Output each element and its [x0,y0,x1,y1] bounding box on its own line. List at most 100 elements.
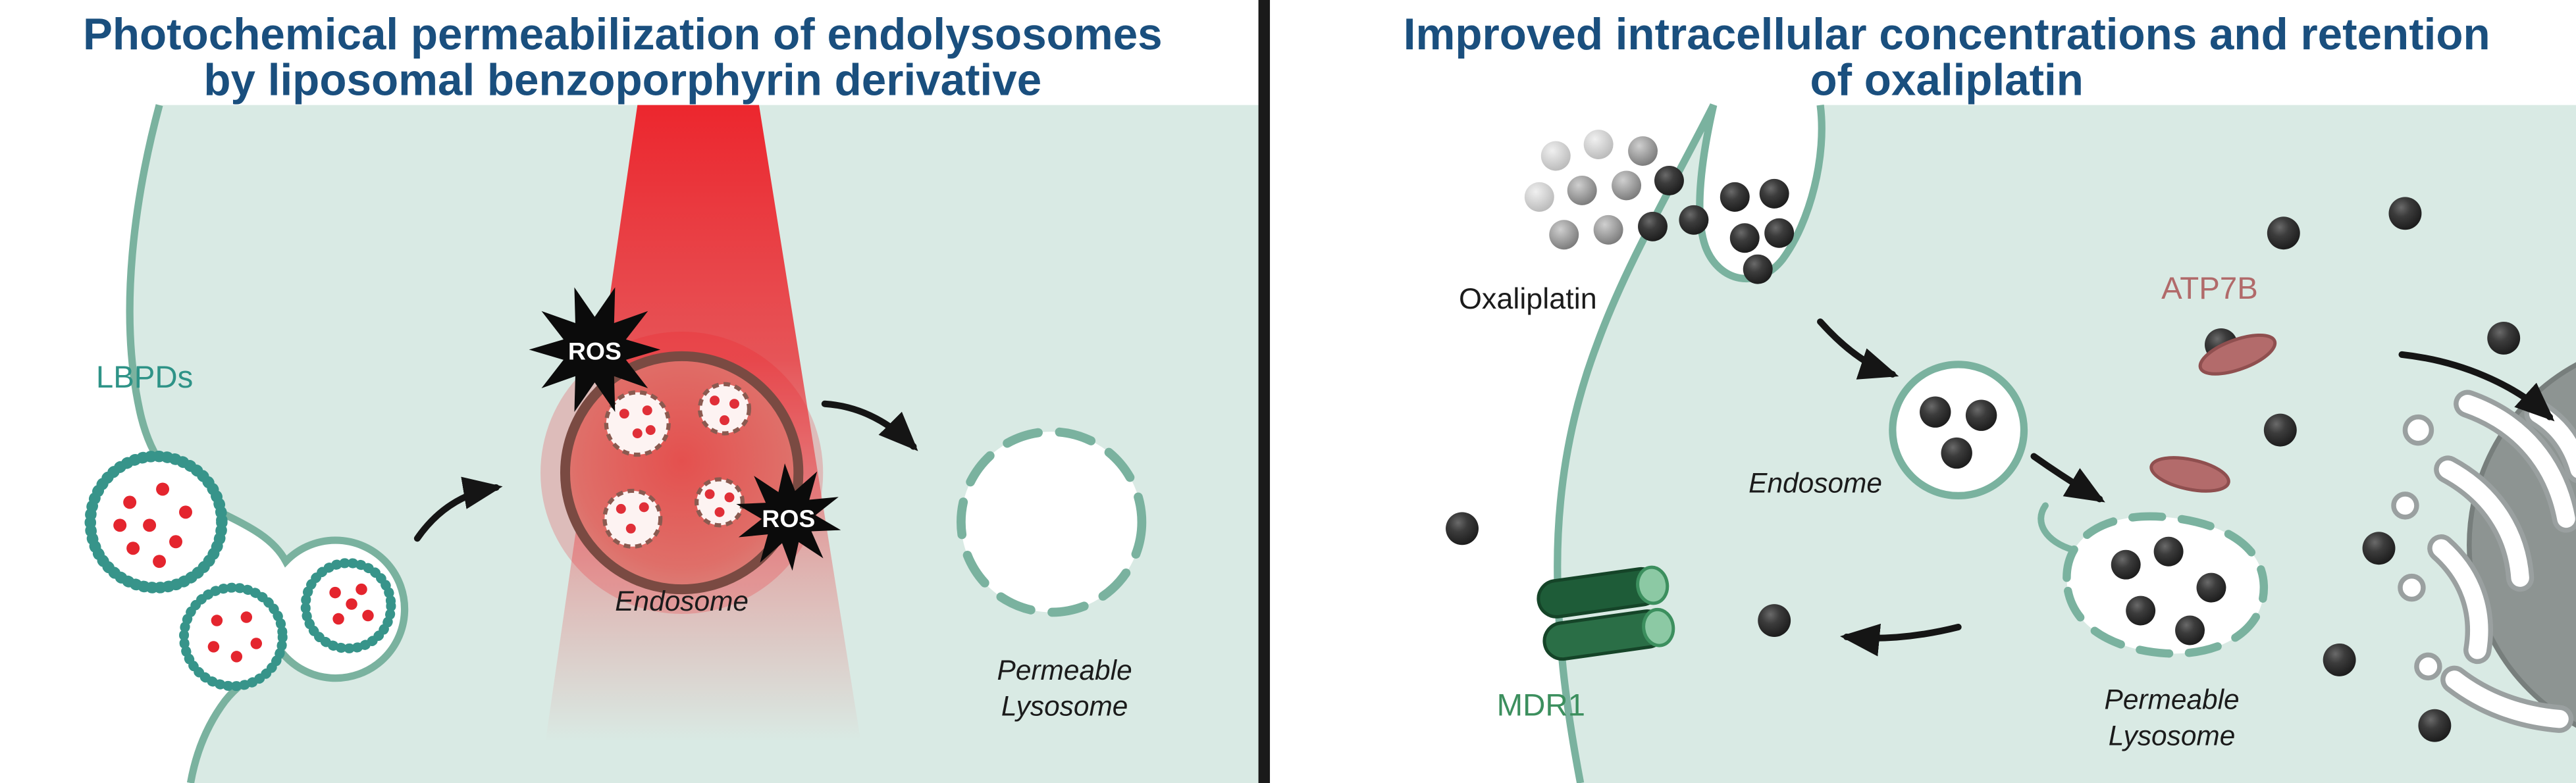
oxaliplatin-sphere [2175,615,2205,645]
red-dot [362,609,374,622]
arrow-maturation [2030,453,2105,503]
endosome-mini-liposome [694,477,745,528]
red-dot [207,641,220,653]
oxaliplatin-sphere [1941,437,1972,469]
arrow-endocytosis [1817,318,1899,380]
permeable-lysosome-right [2037,502,2269,658]
permeable-lysosome-label-left-1: Permeable [997,655,1132,686]
lysosome-membrane [2063,512,2269,658]
red-dot [639,502,649,513]
oxaliplatin-sphere [1638,211,1668,241]
right-cell-body [1557,105,2576,783]
oxaliplatin-sphere [2362,532,2396,565]
red-dot [724,492,735,503]
lbpd-liposome-in-pocket [300,558,396,653]
atp7b-disc [2149,456,2230,493]
oxaliplatin-sphere [1764,218,1795,248]
red-dot [169,535,183,549]
panel-divider [1258,0,1271,783]
oxaliplatin-sphere [1759,178,1789,209]
oxaliplatin-sphere [1628,136,1658,166]
red-dot [329,586,341,599]
mdr1-transporter [1537,565,1675,661]
permeable-lysosome-label-left-2: Lysosome [1001,691,1128,722]
red-dot [729,399,739,409]
red-dot [704,489,715,499]
oxaliplatin-sphere [1743,254,1773,284]
panel-left: ROS ROS LBPDs Endosome Permeable Lysosom… [83,10,1259,783]
mdr1-label: MDR1 [1497,688,1585,723]
left-title-line2: by liposomal benzoporphyrin derivative [203,56,1041,105]
endosome-body [1889,361,2028,500]
oxaliplatin-sphere-effluxed [1446,512,1479,545]
oxaliplatin-sphere [1965,399,1997,431]
red-dot [616,503,626,514]
right-title-line2: of oxaliplatin [1810,56,2083,105]
arrow-to-nucleus [2398,351,2555,422]
lysosome-neck [2037,502,2077,553]
red-dot [123,495,137,509]
right-title-line1: Improved intracellular concentrations an… [1404,10,2490,59]
mini-liposome-ring [604,390,671,457]
liposome-ring [84,450,228,594]
permeable-lysosome-left [957,427,1147,617]
red-dot [143,518,157,532]
oxaliplatin-sphere [1720,182,1750,212]
red-dot [346,598,357,610]
oxaliplatin-sphere [1758,604,1791,637]
endosome-mini-liposome [697,382,752,436]
red-dot [714,507,725,517]
endosome-mini-liposome [604,390,671,457]
red-dot [250,638,263,649]
left-title-line1: Photochemical permeabilization of endoly… [83,10,1163,59]
red-dot [156,482,170,496]
red-dot [355,583,367,595]
oxaliplatin-sphere [1549,220,1579,250]
oxaliplatin-sphere [1540,141,1571,171]
red-dot [179,505,192,519]
oxaliplatin-sphere [1612,170,1642,201]
golgi-ribbon [2438,460,2529,587]
permeable-lysosome-label-right-2: Lysosome [2109,720,2236,751]
mdr1-cap [1642,607,1675,647]
mini-liposome-ring [602,488,663,549]
oxaliplatin-sphere [1567,175,1597,205]
golgi-vesicle [2391,492,2419,520]
panel-right: Oxaliplatin ATP7B Endosome MDR1 Permeabl… [1404,10,2576,783]
oxaliplatin-sphere [1593,215,1623,245]
golgi-vesicle [2402,414,2434,446]
red-dot [619,409,629,419]
golgi-vesicle [2414,652,2442,681]
oxaliplatin-sphere [1583,130,1614,159]
ros-starburst-2: ROS [723,454,854,580]
ros-label: ROS [762,505,815,532]
lbpd-liposome-medium [179,582,288,692]
liposome-ring [179,582,288,692]
oxaliplatin-sphere [2487,321,2521,355]
oxaliplatin-sphere [1679,205,1709,235]
oxaliplatin-spheres-extracellular [1446,130,1795,545]
endosome-mini-liposome [602,488,663,549]
oxaliplatin-sphere [2418,709,2452,742]
arrow-uptake-left [413,476,503,542]
endosome-label-left: Endosome [615,586,749,617]
oxaliplatin-sphere [2263,413,2297,447]
oxaliplatin-sphere [1654,165,1684,195]
golgi-ribbon [2445,670,2569,728]
golgi-ribbon [2458,394,2575,528]
ros-starburst-1: ROS [529,287,661,413]
oxaliplatin-sphere [2267,216,2300,250]
red-dot [240,611,253,623]
red-dot [126,542,140,555]
arrow-efflux [1840,623,1962,657]
oxaliplatin-sphere [2126,595,2156,626]
red-dot [332,613,344,625]
atp7b-label: ATP7B [2161,271,2258,306]
oxaliplatin-sphere [2323,643,2356,676]
atp7b-transporter [2149,333,2277,493]
red-dot [632,428,643,439]
ros-label: ROS [568,337,621,365]
oxaliplatin-sphere [2388,197,2422,230]
red-dot [720,415,730,426]
